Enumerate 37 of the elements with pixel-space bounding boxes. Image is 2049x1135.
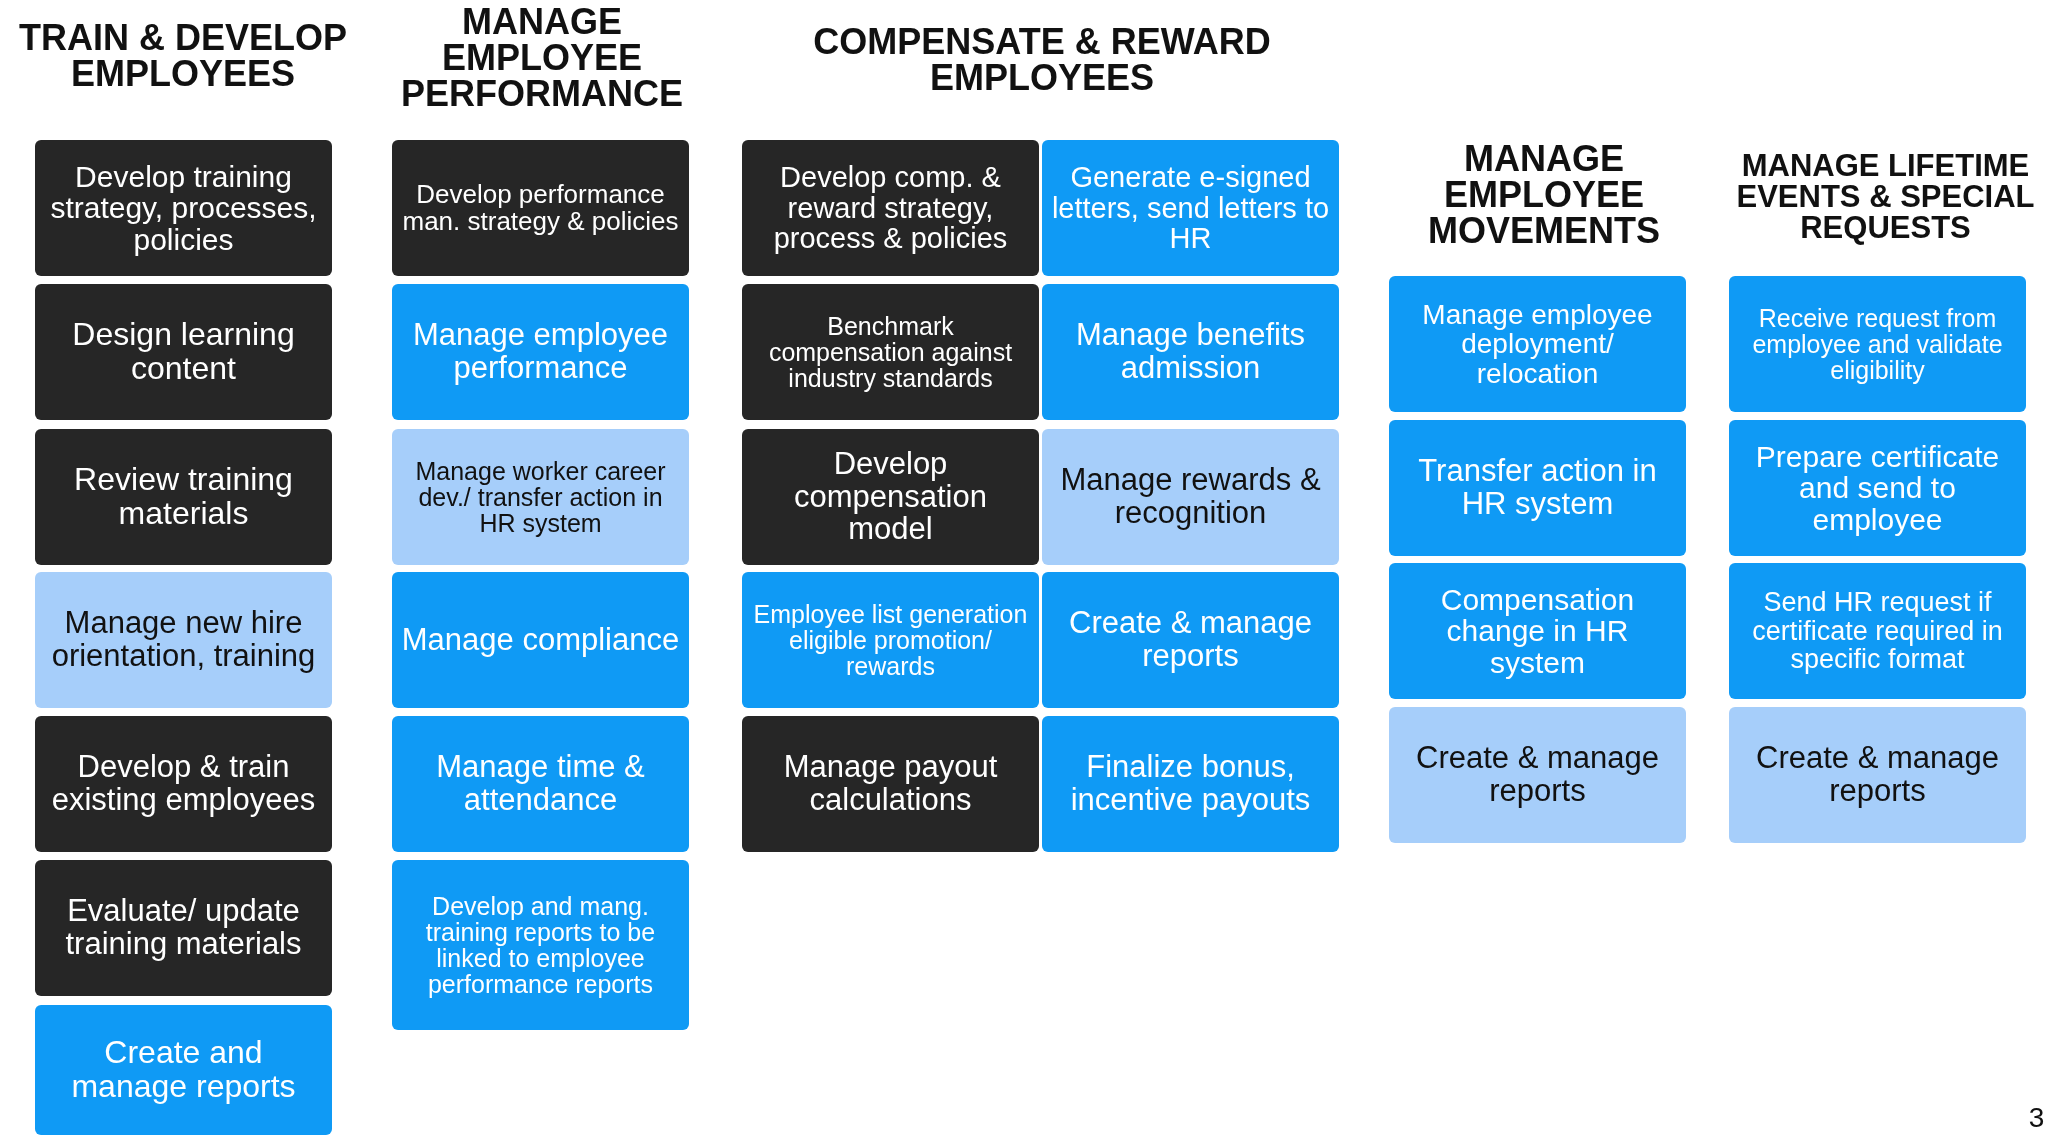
task-box: Develop and mang. training reports to be linked to employee performance reports <box>392 860 689 1030</box>
task-box: Develop comp. & reward strategy, process & policies <box>742 140 1039 276</box>
task-box: Develop training strategy, processes, policies <box>35 140 332 276</box>
task-box: Employee list generation eligible promotion/ rewards <box>742 572 1039 708</box>
task-box: Generate e-signed letters, send letters to HR <box>1042 140 1339 276</box>
task-box: Manage employee performance <box>392 284 689 420</box>
task-box: Finalize bonus, incentive payouts <box>1042 716 1339 852</box>
task-box: Benchmark compensation against industry standards <box>742 284 1039 420</box>
task-box: Prepare certificate and send to employee <box>1729 420 2026 556</box>
task-box: Manage compliance <box>392 572 689 708</box>
column-heading: COMPENSATE & REWARD EMPLOYEES <box>812 24 1272 96</box>
column-heading: MANAGE LIFETIME EVENTS & SPECIAL REQUESTS <box>1735 150 2036 243</box>
task-box: Design learning content <box>35 284 332 420</box>
task-box: Develop compensation model <box>742 429 1039 565</box>
task-box: Develop performance man. strategy & policies <box>392 140 689 276</box>
task-box: Create and manage reports <box>35 1005 332 1135</box>
task-box: Receive request from employee and validate eligibility <box>1729 276 2026 412</box>
task-box: Create & manage reports <box>1042 572 1339 708</box>
task-box: Review training materials <box>35 429 332 565</box>
task-box: Send HR request if certificate required in specific format <box>1729 563 2026 699</box>
task-box: Develop & train existing employees <box>35 716 332 852</box>
task-box: Create & manage reports <box>1389 707 1686 843</box>
task-box: Manage time & attendance <box>392 716 689 852</box>
task-box: Evaluate/ update training materials <box>35 860 332 996</box>
task-box: Transfer action in HR system <box>1389 420 1686 556</box>
task-box: Manage rewards & recognition <box>1042 429 1339 565</box>
task-box: Compensation change in HR system <box>1389 563 1686 699</box>
task-box: Manage worker career dev./ transfer action in HR system <box>392 429 689 565</box>
task-box: Manage benefits admission <box>1042 284 1339 420</box>
page-number: 3 <box>2027 1104 2046 1132</box>
task-box: Create & manage reports <box>1729 707 2026 843</box>
column-heading: MANAGE EMPLOYEE MOVEMENTS <box>1427 141 1661 249</box>
task-box: Manage new hire orientation, training <box>35 572 332 708</box>
task-box: Manage employee deployment/ relocation <box>1389 276 1686 412</box>
task-box: Manage payout calculations <box>742 716 1039 852</box>
column-heading: TRAIN & DEVELOP EMPLOYEES <box>18 20 348 92</box>
column-heading: MANAGE EMPLOYEE PERFORMANCE <box>400 4 684 112</box>
